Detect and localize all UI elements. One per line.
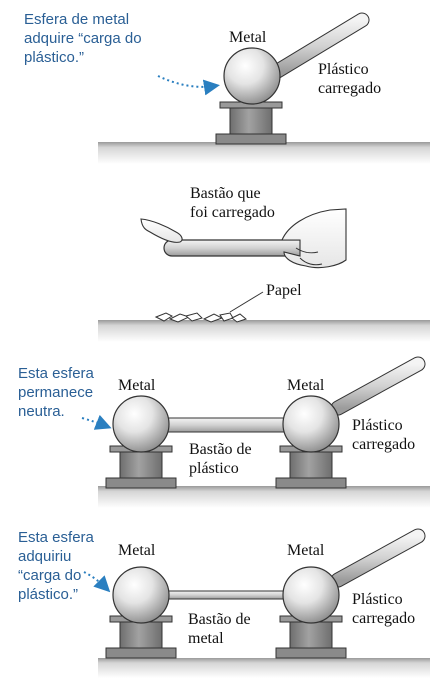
note-line: neutra. bbox=[18, 403, 65, 420]
plastic-label: Plástico carregado bbox=[318, 60, 381, 98]
plastic-label-line: Plástico bbox=[318, 61, 369, 78]
rod-label: Bastão de metal bbox=[188, 610, 251, 648]
panel-4 bbox=[83, 528, 430, 678]
hand-holding-rod bbox=[281, 208, 347, 269]
plastic-label-line: carregado bbox=[352, 436, 416, 453]
rod-label: Bastão que foi carregado bbox=[190, 184, 275, 222]
plastic-label: Plástico carregado bbox=[352, 590, 415, 628]
plastic-label-line: carregado bbox=[352, 610, 416, 627]
panel4-note: Esta esfera adquiriu “carga do plástico.… bbox=[18, 528, 94, 604]
metal-sphere bbox=[223, 47, 281, 105]
note-arrow bbox=[157, 75, 220, 96]
right-metal-sphere bbox=[282, 566, 340, 624]
rod-label-line: Bastão que bbox=[190, 185, 261, 202]
rod-label: Bastão de plástico bbox=[189, 440, 252, 478]
panel-2 bbox=[98, 208, 430, 342]
floor bbox=[98, 658, 430, 678]
panel3-note: Esta esfera permanece neutra. bbox=[18, 364, 94, 421]
right-metal-sphere bbox=[282, 395, 340, 453]
note-line: plástico.” bbox=[24, 49, 85, 66]
floor bbox=[98, 486, 430, 508]
plastic-rod bbox=[268, 12, 370, 80]
metal-left-label: Metal bbox=[118, 377, 156, 394]
left-metal-sphere bbox=[112, 395, 170, 453]
panel-1 bbox=[98, 12, 430, 164]
plastic-rod-connector bbox=[149, 417, 301, 433]
panel1-note: Esfera de metal adquire “carga do plásti… bbox=[24, 10, 142, 67]
insulating-stand bbox=[215, 101, 287, 145]
note-line: “carga do bbox=[18, 567, 82, 584]
panel-3 bbox=[81, 356, 430, 508]
note-line: adquiriu bbox=[18, 548, 72, 565]
rod-label-line: plástico bbox=[189, 460, 239, 477]
paper-pointer bbox=[229, 291, 264, 313]
note-line: plástico.” bbox=[18, 586, 79, 603]
rod-label-line: Bastão de bbox=[189, 441, 252, 458]
note-line: permanece bbox=[18, 384, 94, 401]
metal-right-label: Metal bbox=[287, 377, 325, 394]
note-line: Esfera de metal bbox=[24, 11, 130, 28]
note-line: Esta esfera bbox=[18, 529, 94, 546]
plastic-label-line: carregado bbox=[318, 80, 382, 97]
plastic-rod bbox=[330, 356, 426, 416]
paper-bits bbox=[154, 312, 248, 323]
metal-left-label: Metal bbox=[118, 542, 156, 559]
metal-rod-connector bbox=[149, 590, 301, 600]
note-line: adquire “carga do bbox=[24, 30, 142, 47]
rod-label-line: Bastão de bbox=[188, 611, 251, 628]
finger-touching-rod bbox=[140, 218, 183, 243]
metal-label: Metal bbox=[229, 29, 267, 46]
rod-label-line: foi carregado bbox=[190, 204, 275, 221]
plastic-rod bbox=[330, 528, 426, 588]
rod-label-line: metal bbox=[188, 630, 224, 647]
plastic-label: Plástico carregado bbox=[352, 416, 415, 454]
note-line: Esta esfera bbox=[18, 365, 94, 382]
floor bbox=[98, 320, 430, 342]
floor bbox=[98, 142, 430, 164]
left-metal-sphere bbox=[112, 566, 170, 624]
plastic-label-line: Plástico bbox=[352, 591, 403, 608]
plastic-label-line: Plástico bbox=[352, 417, 403, 434]
paper-label: Papel bbox=[266, 282, 302, 299]
metal-right-label: Metal bbox=[287, 542, 325, 559]
